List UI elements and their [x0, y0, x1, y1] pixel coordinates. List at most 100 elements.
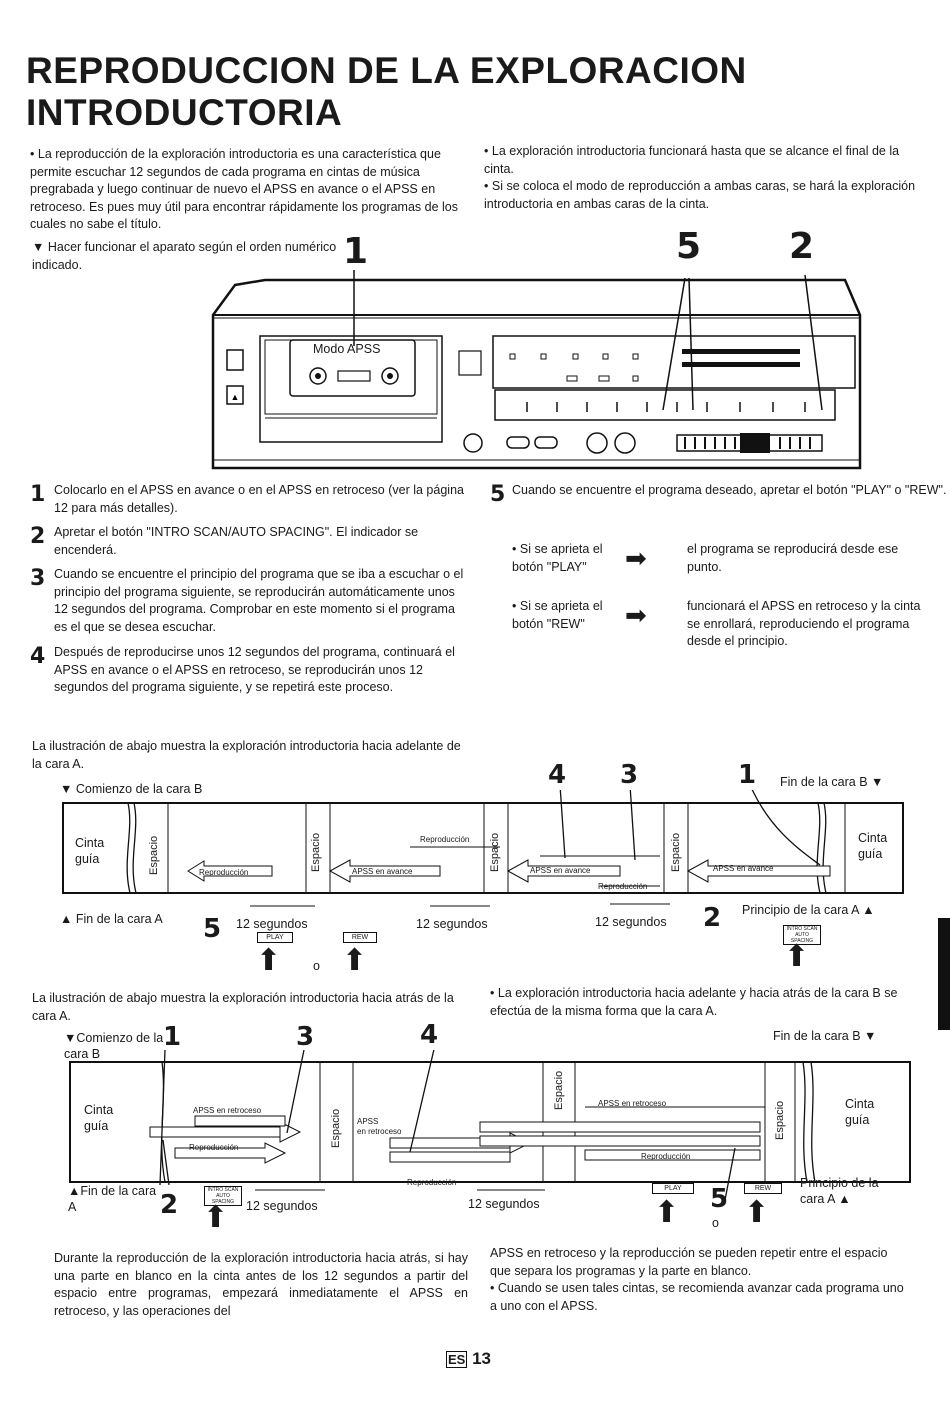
press-arrow-icon: ⬆ [256, 944, 282, 977]
diagram2-apss-3: APSS en retroceso [598, 1099, 667, 1108]
diagram2-callout-1: 1 [163, 1022, 182, 1052]
page-title: REPRODUCCION DE LA EXPLORACION INTRODUCT… [26, 50, 906, 134]
cassette-deck-illustration: ▲ [211, 270, 862, 470]
triangle-up-icon: ▲ [68, 1184, 81, 1198]
page-footer: ES 13 [446, 1349, 491, 1370]
language-badge: ES [446, 1351, 468, 1368]
diagram1-apss-3: APSS en avance [713, 864, 774, 873]
diagram1-space-2: Espacio [310, 832, 322, 872]
diagram1-12sec-1: 12 segundos [236, 917, 308, 931]
diagram1-end-b: Fin de la cara B ▼ [780, 775, 884, 789]
play-button[interactable]: PLAY [652, 1183, 694, 1194]
device-callout-2: 2 [789, 226, 815, 267]
option-play-result: el programa se reproducirá desde ese pun… [687, 542, 899, 574]
rew-button[interactable]: REW [744, 1183, 782, 1194]
intro-scan-button[interactable]: INTRO SCAN AUTO SPACING [783, 925, 821, 945]
diagram2-callout-2: 2 [160, 1190, 179, 1220]
diagram1-callout-2: 2 [703, 903, 722, 933]
press-arrow-icon: ⬆ [654, 1196, 680, 1229]
option-play-condition: Si se aprieta el botón "PLAY" [512, 541, 632, 576]
step-item: 3 Cuando se encuentre el principio del p… [30, 566, 464, 634]
diagram2-callout-3: 3 [296, 1022, 315, 1052]
diagram2-space-2: Espacio [553, 1070, 565, 1110]
press-arrow-icon: ⬆ [784, 940, 810, 973]
arrow-right-icon: ➡ [625, 543, 647, 573]
diagram2-playback-2: Reproducción [407, 1178, 457, 1187]
intro-left-paragraph: La reproducción de la exploración introd… [30, 146, 468, 234]
intro-right-item: La exploración introductoria funcionará … [484, 143, 924, 178]
diagram1-space-1: Espacio [148, 835, 160, 875]
diagram1-note: La exploración introductoria hacia adela… [490, 985, 930, 1020]
diagram2-apss-1: APSS en retroceso [193, 1106, 262, 1115]
diagram2-end-a: ▲Fin de la cara A [68, 1184, 157, 1214]
intro-scan-button[interactable]: INTRO SCAN AUTO SPACING [204, 1186, 242, 1206]
device-callout-1: 1 [343, 231, 369, 272]
press-arrow-icon: ⬆ [744, 1196, 770, 1229]
diagram1-space-3: Espacio [489, 832, 501, 872]
diagram2-start-b: ▼Comienzo de la cara B [64, 1031, 164, 1061]
diagram1-space-4: Espacio [670, 832, 682, 872]
press-arrow-icon: ⬆ [203, 1201, 229, 1234]
diagram2-caption: La ilustración de abajo muestra la explo… [32, 991, 454, 1023]
triangle-down-icon: ▼ [864, 1029, 877, 1043]
apss-mode-label: Modo APSS [313, 342, 381, 356]
bottom-left-paragraph: Durante la reproducción de la exploració… [54, 1251, 468, 1318]
diagram2-12sec-2: 12 segundos [468, 1197, 540, 1211]
option-rew-result: funcionará el APSS en retroceso y la cin… [687, 599, 921, 648]
diagram2-space-1: Espacio [330, 1108, 342, 1148]
diagram1-playback-1: Reproducción [199, 868, 249, 877]
diagram2-or: o [712, 1216, 719, 1230]
diagram1-start-b: ▼ Comienzo de la cara B [60, 782, 203, 796]
device-callout-5: 5 [676, 226, 702, 267]
step-item-5: 5 Cuando se encuentre el programa desead… [490, 482, 947, 507]
diagram2-start-a: Principio de la cara A ▲ [800, 1176, 879, 1206]
diagram1-callout-5: 5 [203, 914, 222, 944]
diagram1-callout-4: 4 [548, 760, 567, 790]
diagram2-callout-4: 4 [420, 1020, 439, 1050]
diagram1-callout-3: 3 [620, 760, 639, 790]
diagram1-caption: La ilustración de abajo muestra la explo… [32, 739, 461, 771]
diagram2-playback-1: Reproducción [189, 1143, 239, 1152]
steps-list: 1 Colocarlo en el APSS en avance o en el… [30, 482, 470, 697]
step-item: 2 Apretar el botón "INTRO SCAN/AUTO SPAC… [30, 524, 419, 557]
diagram2-playback-3: Reproducción [641, 1152, 691, 1161]
diagram2-leader-left: Cinta guía [84, 1103, 114, 1133]
play-button[interactable]: PLAY [257, 932, 293, 943]
operate-note: ▼ Hacer funcionar el aparato según el or… [32, 240, 337, 272]
diagram2-space-3: Espacio [774, 1100, 786, 1140]
step-item: 4 Después de reproducirse unos 12 segund… [30, 644, 455, 694]
diagram1-start-a: Principio de la cara A ▲ [742, 903, 875, 917]
diagram2-leader-right: Cinta guía [845, 1097, 875, 1127]
svg-text:▲: ▲ [231, 392, 240, 402]
intro-right-paragraph: La exploración introductoria funcionará … [484, 143, 924, 213]
bottom-right-paragraph: APSS en retroceso y la reproducción se p… [490, 1245, 910, 1315]
triangle-down-icon: ▼ [60, 782, 73, 796]
diagram1-playback-2: Reproducción [420, 835, 470, 844]
diagram2-tape [69, 1050, 911, 1200]
arrow-right-icon: ➡ [625, 600, 647, 630]
triangle-up-icon: ▲ [838, 1192, 851, 1206]
title-line-1: REPRODUCCION DE LA EXPLORACION [26, 50, 747, 91]
page-number: 13 [472, 1349, 491, 1368]
section-tab-marker [938, 918, 950, 1030]
triangle-down-icon: ▼ [64, 1031, 77, 1045]
triangle-down-icon: ▼ [871, 775, 884, 789]
diagram1-or: o [313, 959, 320, 973]
diagram1-tape [62, 790, 904, 907]
diagram2-12sec-1: 12 segundos [246, 1199, 318, 1213]
diagram1-callout-1: 1 [738, 760, 757, 790]
diagram1-end-a: ▲ Fin de la cara A [60, 912, 163, 926]
diagram1-12sec-3: 12 segundos [595, 915, 667, 929]
diagram2-end-b: Fin de la cara B ▼ [773, 1029, 877, 1043]
title-line-2: INTRODUCTORIA [26, 92, 343, 133]
diagram1-leader-right: Cinta guía [858, 831, 888, 861]
rew-button[interactable]: REW [343, 932, 377, 943]
intro-right-item: Si se coloca el modo de reproducción a a… [484, 178, 924, 213]
diagram1-apss-1: APSS en avance [352, 867, 413, 876]
triangle-up-icon: ▲ [60, 912, 73, 926]
option-rew-condition: Si se aprieta el botón "REW" [512, 598, 632, 633]
triangle-down-icon: ▼ [32, 240, 45, 254]
press-arrow-icon: ⬆ [342, 944, 368, 977]
diagram2-callout-5: 5 [710, 1184, 729, 1214]
